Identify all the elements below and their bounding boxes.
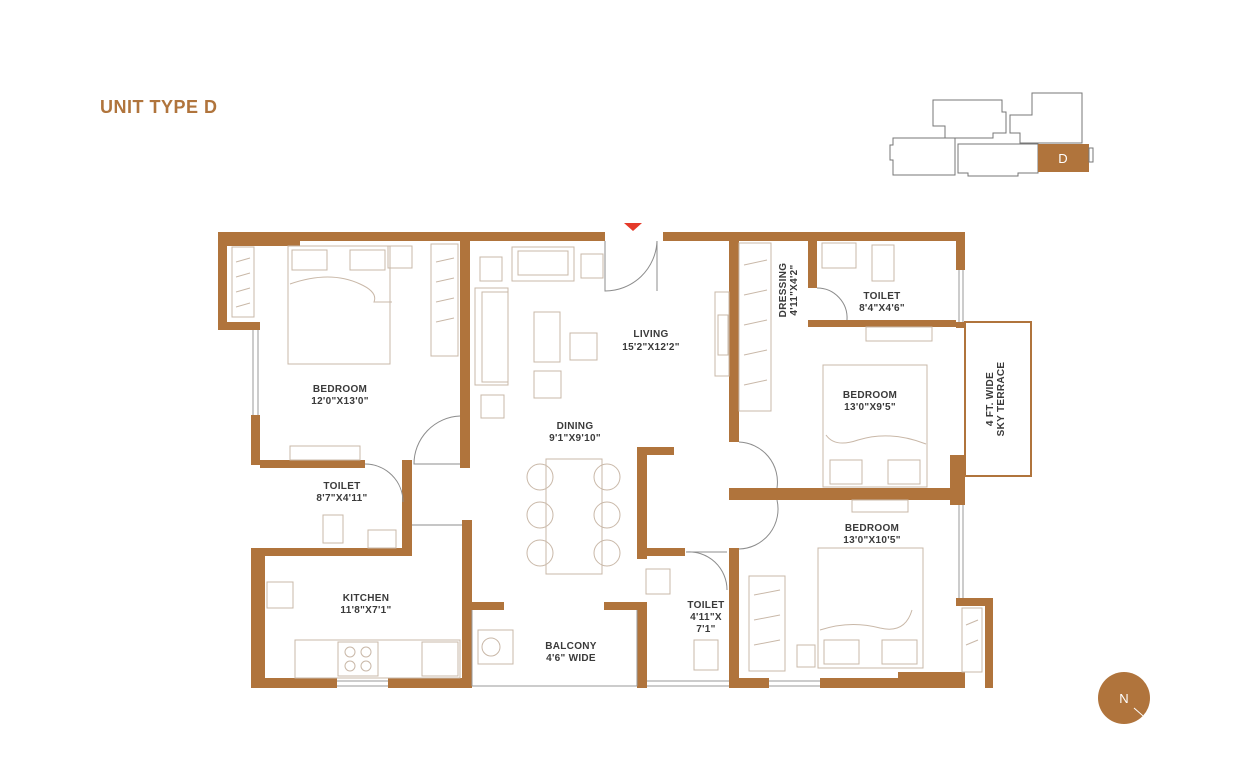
living-size: 15'2"X12'2" [622, 342, 680, 353]
room-labels: BEDROOM 12'0"X13'0" TOILET 8'7"X4'11" KI… [311, 263, 1007, 664]
toilet-3-size-1: 4'11"X [690, 612, 722, 623]
bedroom-3-size: 13'0"X10'5" [843, 535, 901, 546]
dining-name: DINING [557, 421, 594, 432]
furniture [231, 242, 983, 679]
terrace-line-1: 4 FT. WIDE [985, 372, 996, 426]
dressing-name: DRESSING [778, 263, 789, 318]
sky-terrace [964, 321, 1032, 477]
key-plan-unit-d [1038, 144, 1089, 172]
bedroom-1-name: BEDROOM [313, 384, 367, 395]
toilet-2-size: 8'4"X4'6" [859, 303, 905, 314]
toilet-3-size-2: 7'1" [696, 624, 715, 635]
toilet-1-size: 8'7"X4'11" [316, 493, 367, 504]
bedroom-1-size: 12'0"X13'0" [311, 396, 369, 407]
balcony-size: 4'6" WIDE [546, 653, 596, 664]
bedroom-2-name: BEDROOM [843, 390, 897, 401]
toilet-2-name: TOILET [863, 291, 900, 302]
dining-size: 9'1"X9'10" [549, 433, 601, 444]
bedroom-3-name: BEDROOM [845, 523, 899, 534]
walls [218, 232, 993, 688]
bedroom-2-size: 13'0"X9'5" [844, 402, 896, 413]
toilet-3-name: TOILET [687, 600, 724, 611]
doors [364, 240, 848, 591]
north-compass: N [1098, 672, 1151, 724]
living-name: LIVING [633, 329, 668, 340]
entry-arrow [624, 223, 642, 231]
toilet-1-name: TOILET [323, 481, 360, 492]
kitchen-size: 11'8"X7'1" [340, 605, 391, 616]
balcony-name: BALCONY [545, 641, 597, 652]
windows [252, 270, 964, 687]
kitchen-name: KITCHEN [343, 593, 390, 604]
north-label: N [1119, 691, 1128, 706]
key-plan-unit-label: D [1058, 151, 1067, 166]
terrace-line-2: SKY TERRACE [996, 362, 1007, 437]
unit-title: UNIT TYPE D [100, 97, 218, 117]
dressing-size: 4'11"X4'2" [789, 264, 800, 315]
key-plan [889, 92, 1083, 177]
